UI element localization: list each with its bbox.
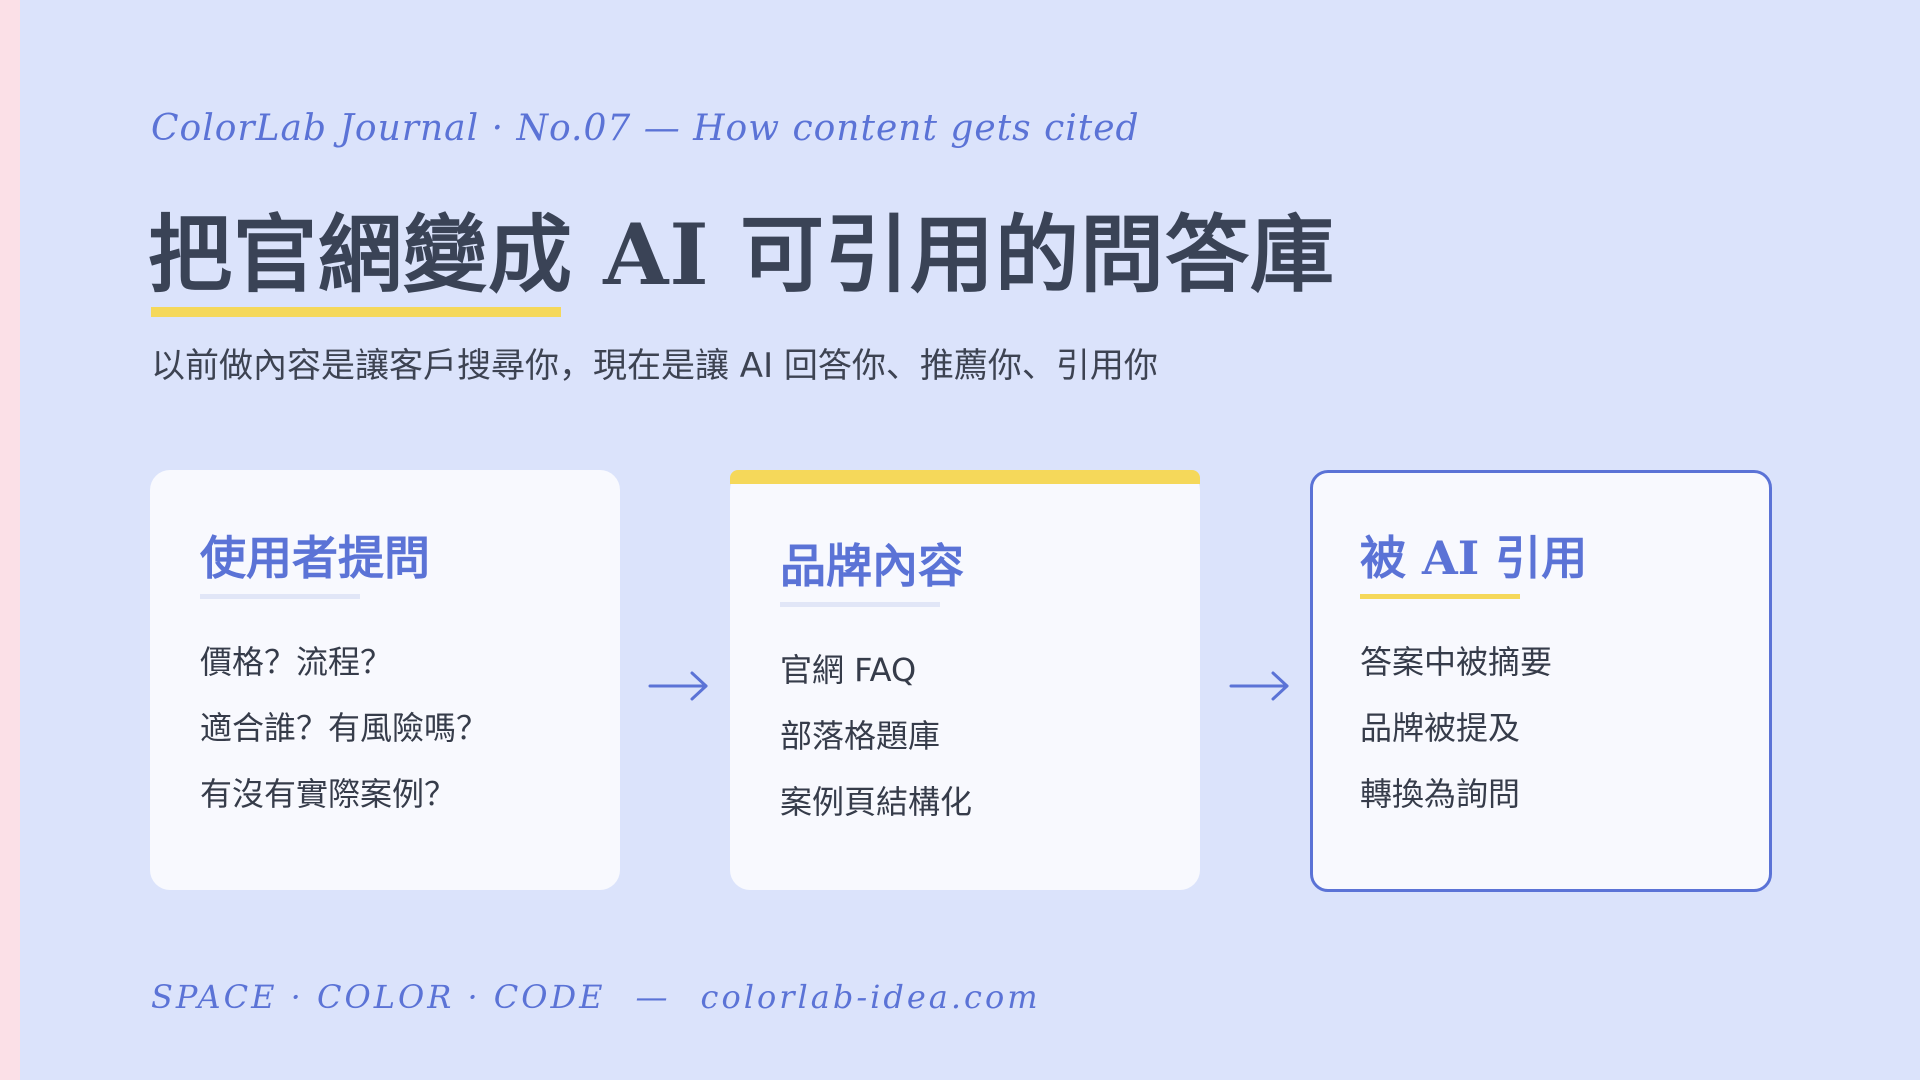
card-item: 品牌被提及: [1360, 709, 1521, 747]
page-title: 把官網變成 AI 可引用的問答庫: [148, 205, 1335, 304]
card-item: 答案中被摘要: [1360, 643, 1553, 681]
footer-site-link[interactable]: colorlab-idea.com: [700, 978, 1041, 1016]
card-item-list: 價格？流程？ 適合誰？有風險嗎？ 有沒有實際案例？: [200, 640, 488, 838]
arrow-right-icon: [1229, 671, 1289, 701]
card-top-highlight: [730, 470, 1200, 484]
card-item: 官網 FAQ: [780, 651, 917, 689]
card-item: 部落格題庫: [780, 717, 941, 755]
left-accent-strip: [0, 0, 20, 1080]
card-item: 適合誰？有風險嗎？: [200, 709, 489, 747]
card-ai-cited: 被 AI 引用 答案中被摘要 品牌被提及 轉換為詢問: [1310, 470, 1772, 892]
card-rule: [200, 594, 360, 599]
page-subtitle: 以前做內容是讓客戶搜尋你，現在是讓 AI 回答你、推薦你、引用你: [151, 346, 1158, 386]
card-item: 有沒有實際案例？: [200, 775, 457, 813]
card-item: 案例頁結構化: [780, 783, 973, 821]
card-user-questions: 使用者提問 價格？流程？ 適合誰？有風險嗎？ 有沒有實際案例？: [150, 470, 620, 890]
footer-separator: —: [635, 978, 671, 1016]
card-item: 價格？流程？: [200, 643, 393, 681]
card-item-list: 官網 FAQ 部落格題庫 案例頁結構化: [780, 648, 972, 846]
journal-kicker: ColorLab Journal · No.07 — How content g…: [151, 108, 1140, 149]
card-brand-content: 品牌內容 官網 FAQ 部落格題庫 案例頁結構化: [730, 470, 1200, 890]
card-title: 被 AI 引用: [1360, 531, 1588, 585]
footer: SPACE · COLOR · CODE — colorlab-idea.com: [151, 978, 1041, 1016]
card-rule: [1360, 594, 1520, 599]
card-item-list: 答案中被摘要 品牌被提及 轉換為詢問: [1360, 640, 1552, 838]
card-item: 轉換為詢問: [1360, 775, 1521, 813]
card-title: 使用者提問: [200, 531, 430, 585]
footer-tagline: SPACE · COLOR · CODE: [151, 978, 606, 1016]
card-rule: [780, 602, 940, 607]
arrow-right-icon: [648, 671, 708, 701]
title-underline: [151, 307, 561, 317]
card-title: 品牌內容: [780, 539, 964, 593]
